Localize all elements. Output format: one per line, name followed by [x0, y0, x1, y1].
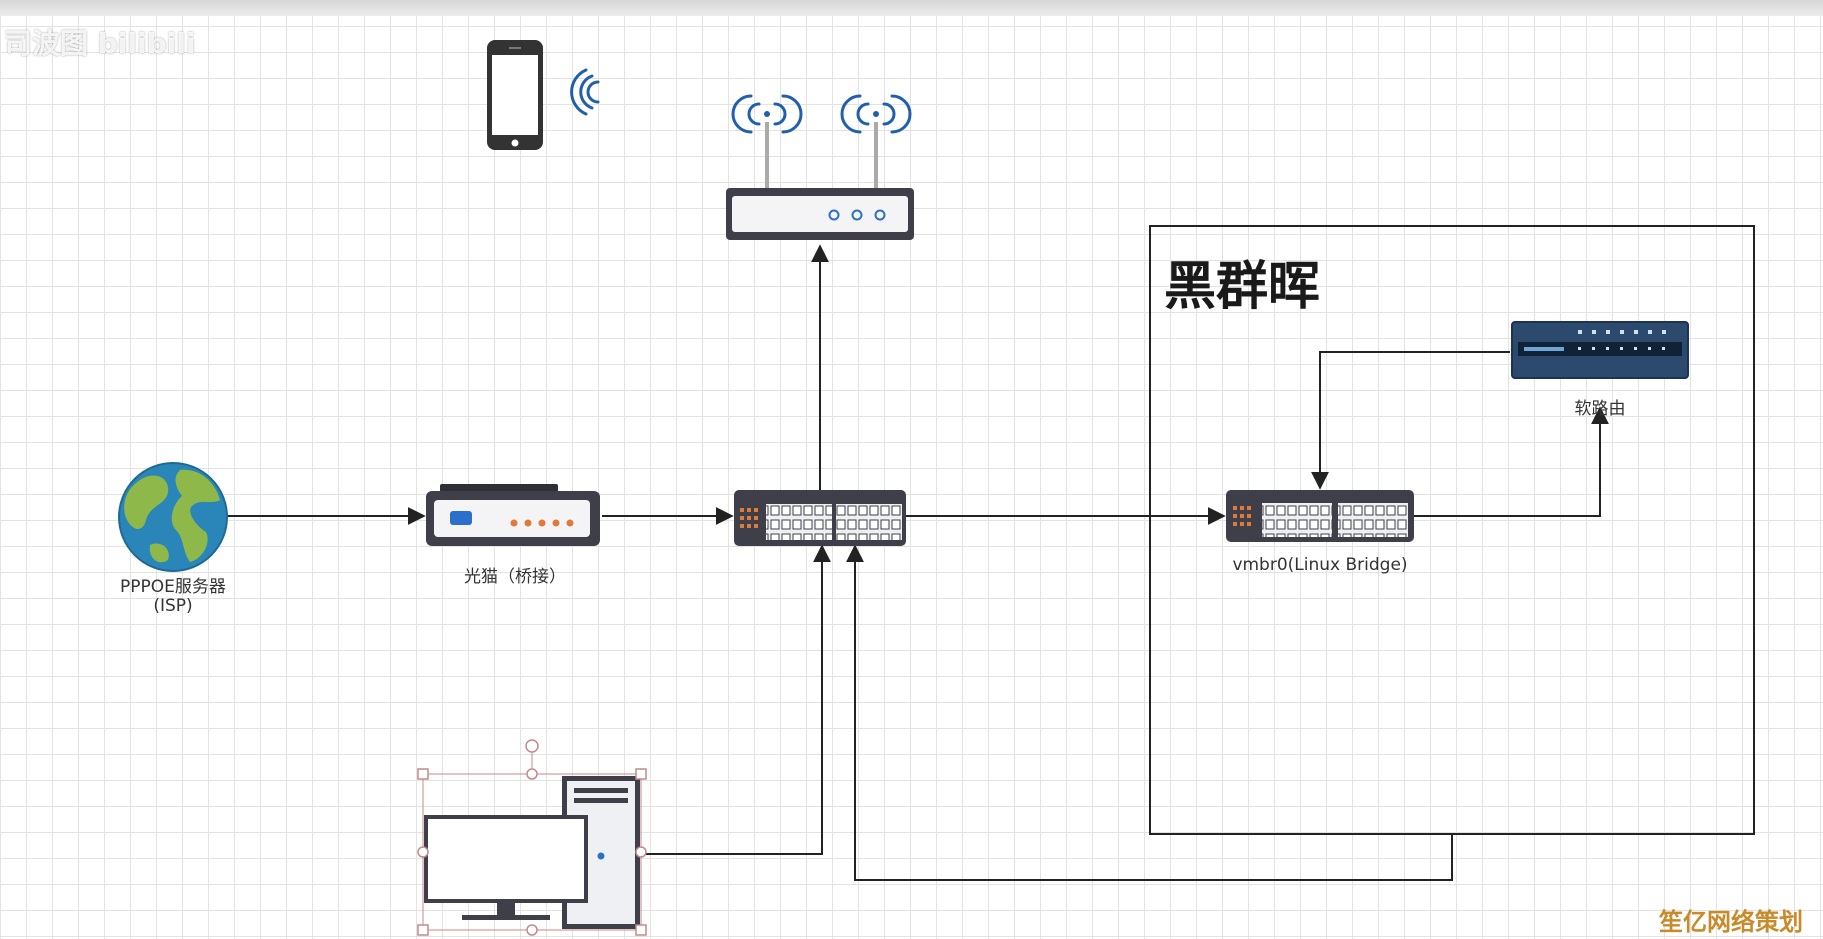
soft-router-label: 软路由: [1574, 399, 1626, 419]
nas-group-title: 黑群晖: [1164, 257, 1321, 317]
edge-pc-to-switch[interactable]: [640, 544, 831, 855]
window-top-bar: [0, 0, 1823, 16]
edges: [226, 244, 1609, 881]
edge-nas-to-switch[interactable]: [846, 544, 1453, 881]
soft-router-icon[interactable]: [1511, 321, 1689, 379]
isp-label-line2: (ISP): [153, 596, 193, 616]
edge-soft-router-to-linux-bridge[interactable]: [1311, 351, 1510, 490]
wifi-signal-icon: [570, 68, 600, 116]
main-switch-icon[interactable]: [734, 490, 906, 546]
watermark-bottom-right: 笙亿网络策划: [1659, 908, 1803, 936]
smartphone-icon[interactable]: [487, 40, 543, 150]
globe-icon[interactable]: [118, 462, 228, 572]
linux-bridge-label: vmbr0(Linux Bridge): [1232, 555, 1408, 575]
edge-linux-bridge-to-soft-router[interactable]: [1414, 406, 1609, 517]
modem-icon[interactable]: [426, 484, 600, 546]
linux-bridge-switch-icon[interactable]: [1226, 490, 1414, 542]
wireless-router-icon[interactable]: [726, 94, 914, 240]
watermark-top-left: 司波图 bilibili: [4, 27, 196, 60]
desktop-computer-icon[interactable]: [424, 776, 640, 929]
selection-handles[interactable]: [417, 739, 647, 936]
modem-label: 光猫（桥接）: [464, 567, 566, 587]
isp-label-line1: PPPOE服务器: [120, 577, 226, 597]
